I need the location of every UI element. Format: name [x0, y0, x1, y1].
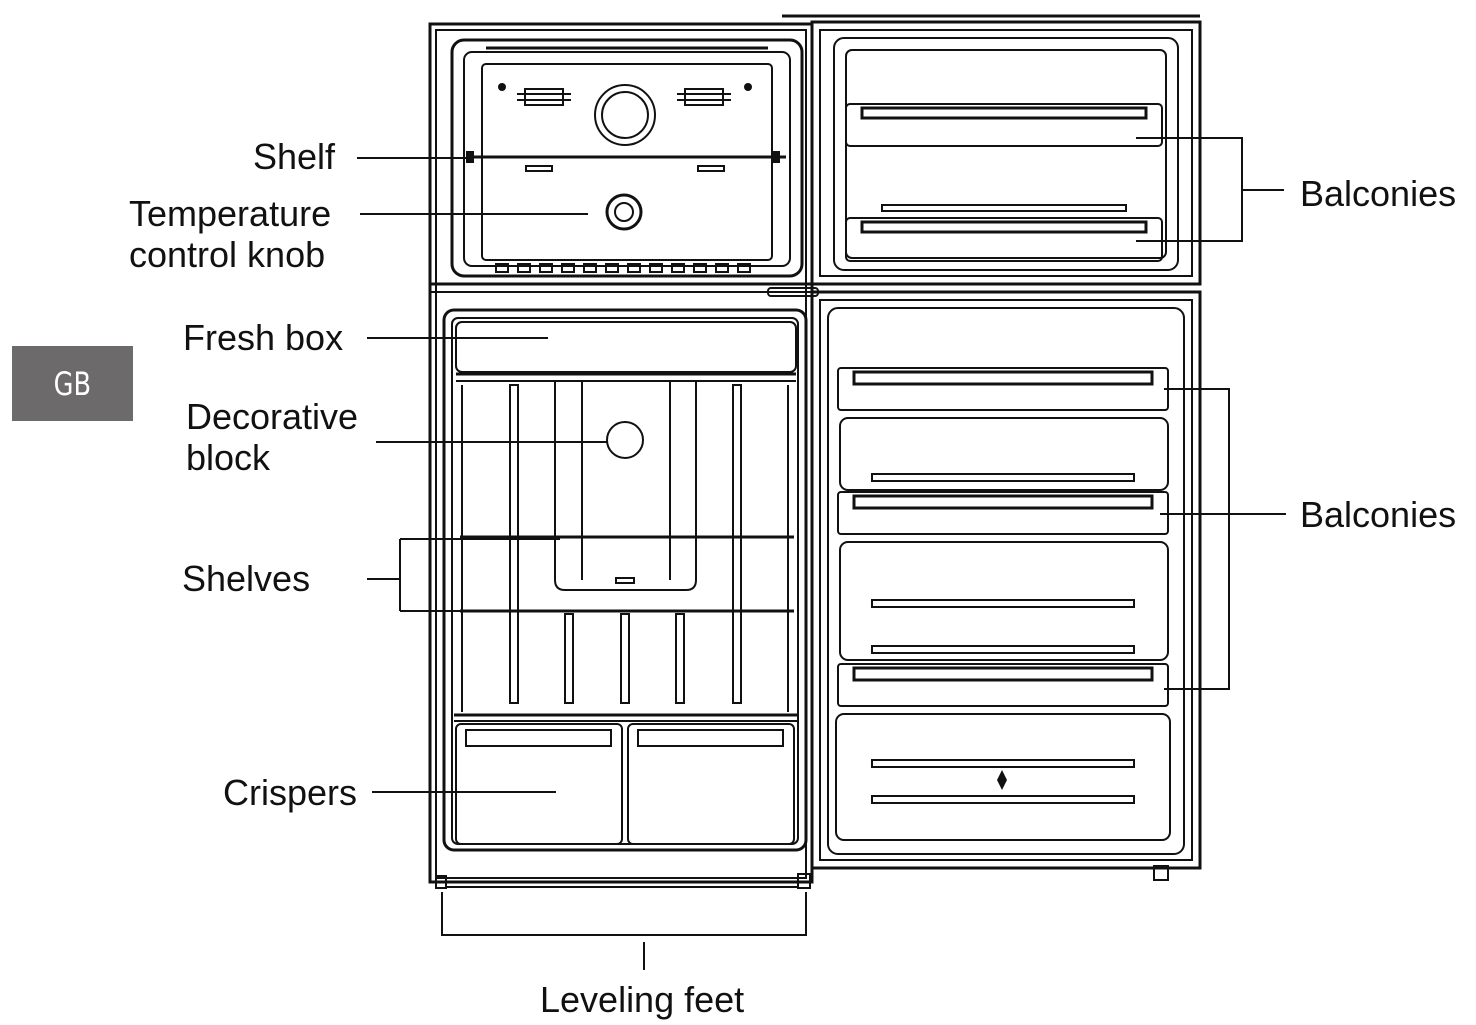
fridge-compartment: [442, 308, 808, 852]
language-tab: GB: [12, 346, 133, 421]
bin-rail: [871, 795, 1135, 804]
balcony-rail: [852, 370, 1154, 386]
vent-slot: [561, 263, 575, 273]
vent-slot: [627, 263, 641, 273]
upper-balconies: [845, 103, 1163, 262]
vent-slot: [649, 263, 663, 273]
balcony-bin: [839, 417, 1169, 491]
crispers: [455, 723, 795, 845]
vent-slot: [671, 263, 685, 273]
vent-slot: [583, 263, 597, 273]
label-decorative-line2: block: [186, 437, 271, 478]
bin-rail: [871, 473, 1135, 482]
vent-slot: [715, 263, 729, 273]
label-fresh-box: Fresh box: [183, 317, 343, 358]
freezer-bottom-vents: [495, 263, 751, 273]
leader-balconies-upper: [1136, 137, 1284, 242]
balcony: [837, 663, 1169, 707]
label-balconies-upper: Balconies: [1300, 173, 1456, 214]
rear-rib: [509, 384, 519, 704]
balcony-rail: [860, 106, 1148, 120]
label-shelf: Shelf: [253, 136, 336, 177]
freezer-shelf: [466, 151, 786, 172]
decorative-block: [554, 382, 697, 591]
rear-rib: [732, 384, 742, 704]
vent-slot: [517, 263, 531, 273]
balcony: [845, 103, 1163, 147]
balcony-rail: [860, 220, 1148, 234]
label-temperature-line1: Temperature: [129, 193, 331, 234]
balcony-bin: [839, 541, 1169, 661]
fresh-box: [455, 321, 797, 382]
language-tab-label: GB: [53, 364, 92, 403]
rear-ribs: [509, 384, 742, 704]
label-balconies-lower: Balconies: [1300, 494, 1456, 535]
rear-rib: [675, 613, 685, 704]
leader-leveling-feet: [441, 892, 807, 970]
label-decorative-line1: Decorative: [186, 396, 358, 437]
label-crispers: Crispers: [223, 772, 357, 813]
balcony: [837, 367, 1169, 411]
freezer-fan: [594, 84, 656, 146]
leader-lines: [357, 137, 1286, 970]
vent-slot: [539, 263, 553, 273]
rear-rib: [620, 613, 630, 704]
balcony: [837, 491, 1169, 535]
leader-balconies-lower: [1160, 388, 1286, 690]
rear-rib: [564, 613, 574, 704]
bin-rail: [871, 599, 1135, 608]
balcony-rail: [852, 666, 1154, 682]
label-shelves: Shelves: [182, 558, 310, 599]
vent-slot: [693, 263, 707, 273]
vent-right: [677, 88, 731, 106]
balcony-bin: [835, 713, 1171, 841]
freezer-door: [782, 14, 1202, 286]
balcony: [845, 217, 1163, 262]
vent-slot: [605, 263, 619, 273]
bin-rail: [871, 759, 1135, 768]
label-leveling-feet: Leveling feet: [540, 979, 744, 1020]
label-temperature-line2: control knob: [129, 234, 325, 275]
balcony-rail: [881, 204, 1127, 212]
vent-slot: [495, 263, 509, 273]
vent-left: [517, 88, 571, 106]
freezer-compartment: [450, 38, 804, 278]
vent-slot: [737, 263, 751, 273]
leveling-feet: [435, 873, 811, 889]
temperature-control-knob: [605, 193, 643, 231]
lower-balconies: [835, 367, 1171, 841]
leader-shelves: [367, 538, 560, 612]
fridge-shelves: [454, 535, 798, 722]
fridge-door: [810, 290, 1202, 881]
bin-rail: [871, 645, 1135, 654]
balcony-rail: [852, 494, 1154, 510]
